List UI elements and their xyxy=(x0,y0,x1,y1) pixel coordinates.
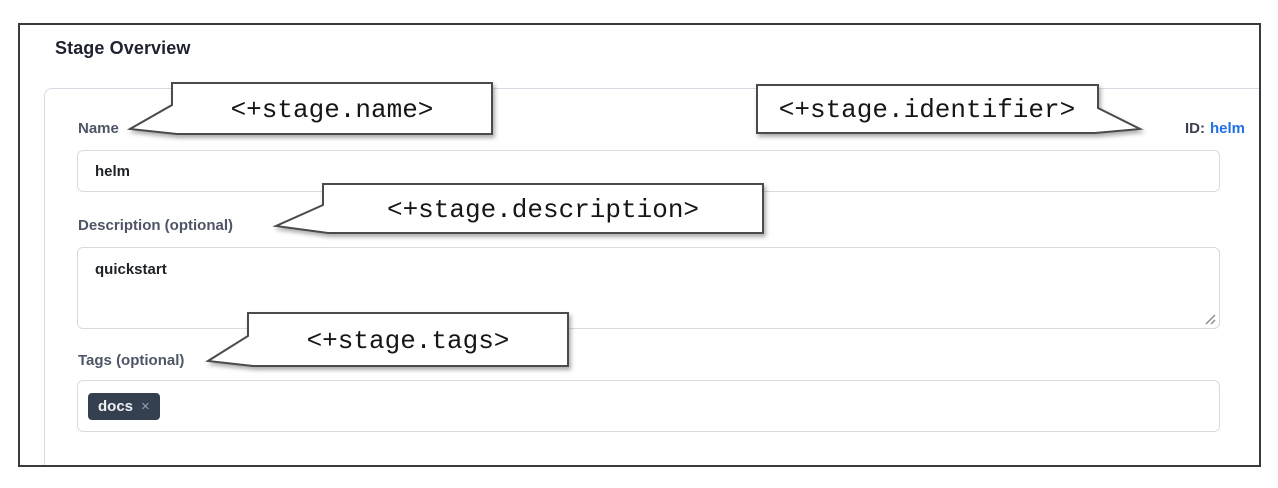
tags-label: Tags (optional) xyxy=(78,352,185,369)
tag-chip: docs × xyxy=(88,392,160,420)
screenshot-frame: Stage Overview Name ID:helm Description … xyxy=(18,23,1261,467)
id-value-link[interactable]: helm xyxy=(1209,120,1245,137)
name-input[interactable] xyxy=(77,150,1220,192)
textarea-resize-handle-icon[interactable] xyxy=(1204,313,1216,325)
description-label: Description (optional) xyxy=(78,217,233,234)
description-textarea[interactable]: quickstart xyxy=(77,247,1220,329)
stage-id-row: ID:helm xyxy=(1185,120,1245,137)
page-title: Stage Overview xyxy=(55,38,191,58)
description-value: quickstart xyxy=(95,261,167,278)
id-label: ID: xyxy=(1184,120,1205,137)
name-label: Name xyxy=(78,120,119,137)
tag-remove-icon[interactable]: × xyxy=(141,397,150,415)
tags-input[interactable]: docs × xyxy=(77,380,1220,432)
tag-chip-text: docs xyxy=(98,397,134,415)
